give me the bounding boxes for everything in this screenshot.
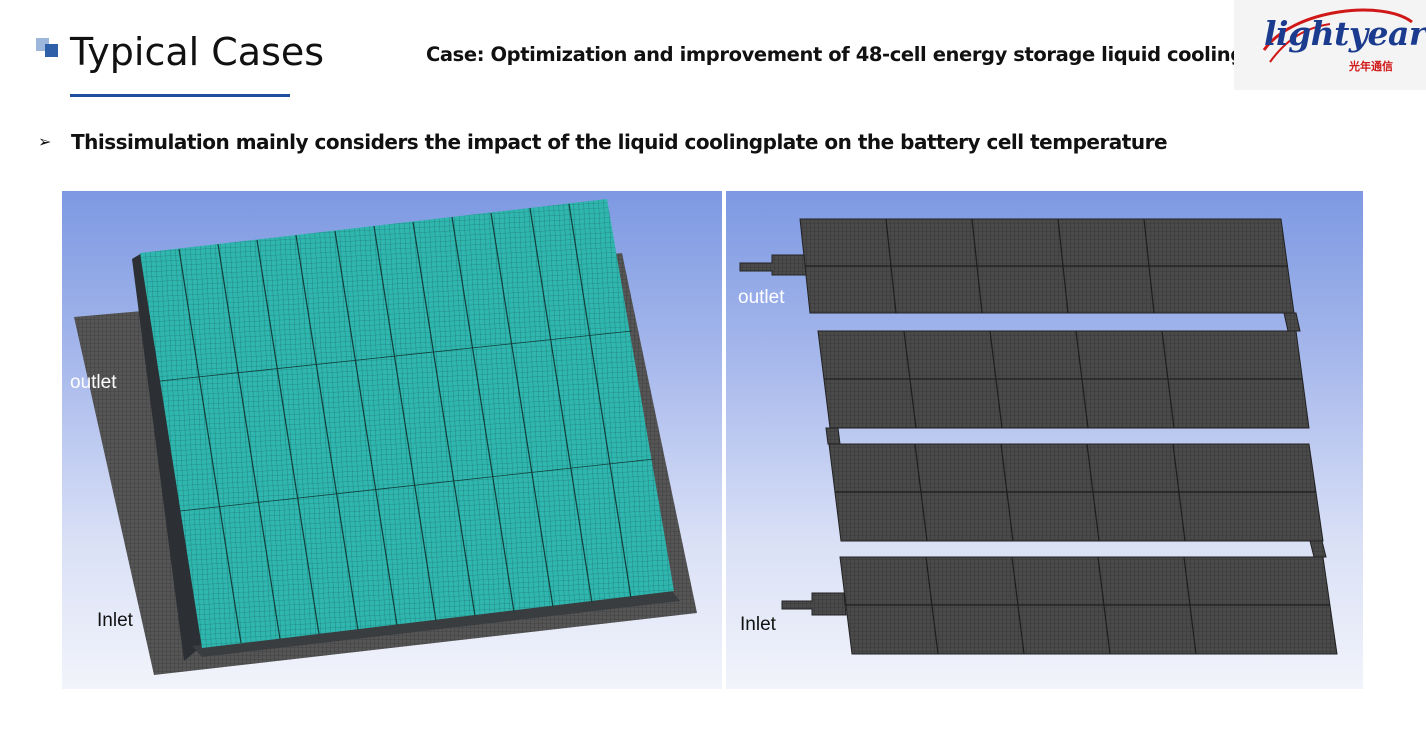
company-logo: lightyear 光年通信	[1234, 0, 1426, 90]
bullet-arrow-icon: ➢	[38, 134, 52, 151]
left-inlet-label: Inlet	[97, 610, 133, 631]
right-outlet-label: outlet	[738, 287, 785, 308]
bullet-text: Thissimulation mainly considers the impa…	[71, 130, 1168, 154]
title-underline	[70, 94, 290, 97]
cooling-plate-mesh-drawing	[739, 218, 1338, 655]
left-outlet-label: outlet	[70, 372, 117, 393]
title-square-dark	[45, 44, 58, 57]
right-inlet-label: Inlet	[740, 614, 776, 635]
logo-wordmark: lightyear	[1264, 14, 1426, 53]
figure-battery-pack-mesh: outlet Inlet	[62, 191, 722, 689]
logo-subtext: 光年通信	[1349, 60, 1393, 73]
figure-cooling-plate-mesh: outlet Inlet	[726, 191, 1363, 689]
case-title: Case: Optimization and improvement of 48…	[426, 43, 1336, 66]
page-title: Typical Cases	[70, 30, 325, 74]
battery-pack-mesh-drawing	[74, 199, 697, 675]
lightyear-logo-swoosh-icon	[1262, 8, 1413, 63]
